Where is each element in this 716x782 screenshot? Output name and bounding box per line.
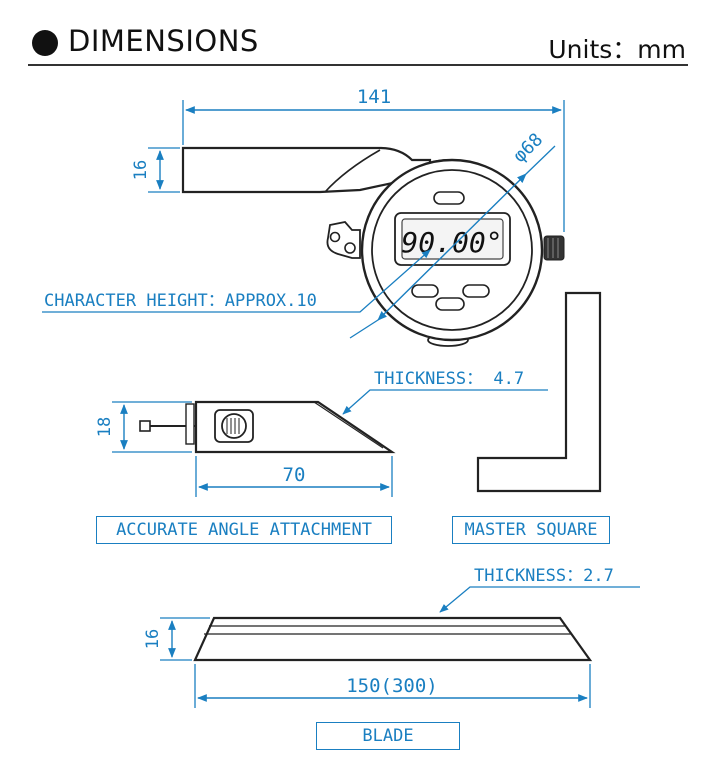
blade-height-dim: 16 xyxy=(143,629,163,649)
attachment-height-dim: 18 xyxy=(95,417,115,437)
blade-thickness: THICKNESS：2.7 xyxy=(474,566,614,586)
character-height-note: CHARACTER HEIGHT：APPROX.10 xyxy=(44,291,317,311)
display-button xyxy=(433,191,465,205)
master-square-label: MASTER SQUARE xyxy=(452,516,610,544)
attachment-thickness: THICKNESS： 4.7 xyxy=(374,369,524,389)
angle-attachment-drawing xyxy=(139,400,396,454)
angle-attachment-label: ACCURATE ANGLE ATTACHMENT xyxy=(96,516,392,544)
gauge-height-dim: 16 xyxy=(131,160,151,180)
bullet-icon xyxy=(32,30,58,56)
knob-icon xyxy=(543,235,565,261)
blade-dimensions: THICKNESS：2.7 16 150(300) xyxy=(143,566,640,708)
blade-width-dim: 150(300) xyxy=(346,675,438,697)
dial-dimensions: 141 16 φ68 CHARACTER HEIGHT：APPROX.10 xyxy=(42,86,565,339)
attachment-width-dim: 70 xyxy=(283,464,306,486)
diameter-dim: φ68 xyxy=(509,129,547,167)
master-square-drawing xyxy=(476,291,602,493)
angle-attachment-dimensions: 18 70 THICKNESS： 4.7 xyxy=(95,369,548,497)
display-button xyxy=(411,284,439,298)
display-button xyxy=(462,284,490,298)
dial-gauge-drawing: 90.00° xyxy=(181,146,565,347)
gauge-arm xyxy=(181,146,432,194)
dial-icon xyxy=(221,413,247,439)
units-label: Units：mm xyxy=(548,35,686,64)
blade-label: BLADE xyxy=(316,722,460,750)
display-button xyxy=(435,297,465,311)
display-reading: 90.00° xyxy=(401,226,502,259)
blade-drawing xyxy=(193,616,593,662)
section-title: DIMENSIONS xyxy=(68,24,259,58)
section-header: DIMENSIONS Units：mm xyxy=(28,14,688,66)
width-dim-141: 141 xyxy=(357,86,391,108)
